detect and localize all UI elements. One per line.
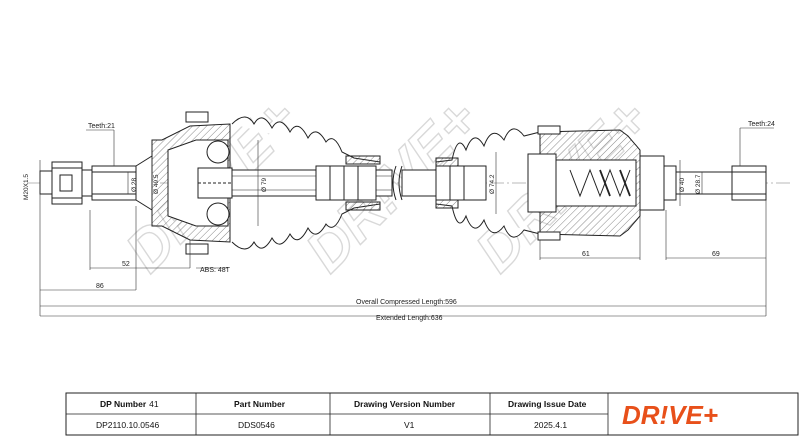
d-boot-right-label: Ø 74.2 bbox=[489, 174, 496, 194]
dimension-labels: M20X1.5 Teeth:21 Teeth:24 Ø 28 Ø 49.5 Ø … bbox=[23, 121, 775, 322]
overall-length-label: Overall Compressed Length:596 bbox=[356, 299, 457, 306]
extended-length-label: Extended Length:636 bbox=[376, 315, 443, 322]
len-69-label: 69 bbox=[712, 251, 720, 258]
dimension-lines bbox=[39, 127, 774, 317]
left-cv-joint bbox=[151, 111, 233, 255]
part-number-value: DDS0546 bbox=[238, 420, 275, 430]
main-shaft bbox=[231, 165, 487, 201]
right-tripod-joint bbox=[527, 125, 641, 241]
outer-teeth-label: Teeth:24 bbox=[748, 121, 775, 128]
issue-date-value: 2025.4.1 bbox=[534, 420, 567, 430]
d-stub-right-label: Ø 28.7 bbox=[695, 174, 702, 194]
inner-teeth-label: Teeth:21 bbox=[88, 123, 115, 130]
issue-date-label: Drawing Issue Date bbox=[508, 399, 587, 409]
d-collar-right-label: Ø 40 bbox=[679, 178, 686, 192]
thread-label: M20X1.5 bbox=[23, 174, 30, 200]
right-stub-shaft bbox=[639, 155, 767, 211]
len-61-label: 61 bbox=[582, 251, 590, 258]
dp-number-value: DP2110.10.0546 bbox=[96, 420, 159, 430]
part-number-label: Part Number bbox=[234, 399, 286, 409]
brand-logo: DR!VE+ bbox=[622, 400, 718, 430]
d-cv-left-label: Ø 49.5 bbox=[153, 174, 160, 194]
drawing-version-value: V1 bbox=[404, 420, 415, 430]
len-86-label: 86 bbox=[96, 283, 104, 290]
drawing-version-label: Drawing Version Number bbox=[354, 399, 456, 409]
d-shaft-left-label: Ø 28 bbox=[131, 178, 138, 192]
left-stub-shaft bbox=[39, 155, 153, 211]
abs-label: ABS: 48T bbox=[200, 267, 231, 274]
left-cv-boot bbox=[231, 116, 381, 250]
right-cv-boot bbox=[435, 128, 541, 238]
d-boot-left-label: Ø 79 bbox=[261, 178, 268, 192]
len-52-label: 52 bbox=[122, 261, 130, 268]
